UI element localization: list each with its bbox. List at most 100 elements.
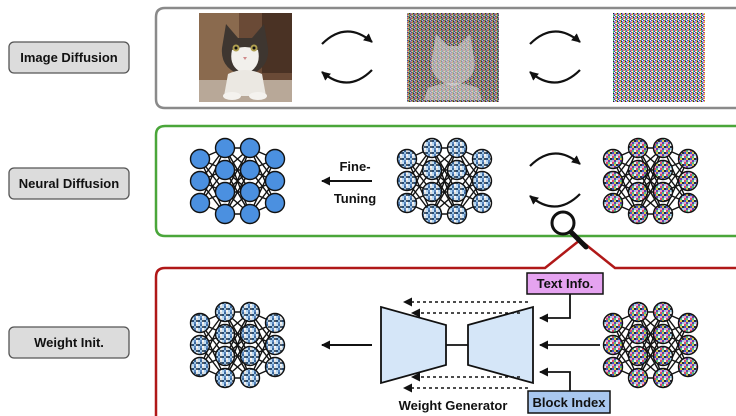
magnifier-icon [550, 210, 589, 250]
network-node [446, 181, 468, 203]
network-node [677, 356, 699, 378]
network-edge [224, 311, 251, 379]
neural-network-icon [602, 137, 699, 225]
network-node [189, 170, 211, 192]
network-node [627, 137, 649, 159]
block-index-arrow [539, 367, 571, 391]
network-node [239, 301, 261, 323]
network-node [652, 203, 674, 225]
network-node [627, 323, 649, 345]
network-edge [637, 147, 664, 215]
network-node [239, 181, 261, 203]
network-node [446, 203, 468, 225]
network-node [396, 170, 418, 192]
network-node [396, 192, 418, 214]
network-node [627, 345, 649, 367]
network-edge [431, 147, 458, 215]
network-node [421, 181, 443, 203]
network-node [264, 148, 286, 170]
network-node [421, 159, 443, 181]
row-label-weight-init-text: Weight Init. [34, 335, 104, 350]
network-node [627, 181, 649, 203]
network-node [264, 170, 286, 192]
network-node [189, 334, 211, 356]
network-edge [637, 311, 664, 379]
network-edge [224, 147, 251, 215]
network-node [239, 203, 261, 225]
network-node [471, 192, 493, 214]
network-node [446, 137, 468, 159]
network-node [214, 181, 236, 203]
cycle-arrows-icon [321, 30, 373, 84]
network-node [677, 170, 699, 192]
network-node [214, 203, 236, 225]
neural-network-icon [189, 137, 286, 225]
network-node [677, 312, 699, 334]
network-node [652, 137, 674, 159]
pure-noise-image [613, 13, 705, 102]
neural-diffusion-panel [154, 124, 736, 238]
generator-decoder-trapezoid [380, 305, 447, 385]
fine-tuning-label-line2: Tuning [334, 191, 376, 206]
network-node [602, 356, 624, 378]
network-node [602, 312, 624, 334]
network-node [677, 334, 699, 356]
network-node [214, 345, 236, 367]
block-index-box: Block Index [527, 390, 611, 414]
network-node [627, 159, 649, 181]
network-node [627, 367, 649, 389]
network-node [677, 148, 699, 170]
text-info-label: Text Info. [537, 276, 594, 291]
weight-generator-label: Weight Generator [399, 398, 508, 413]
network-node [627, 203, 649, 225]
network-node [239, 137, 261, 159]
network-node [239, 367, 261, 389]
network-node [471, 148, 493, 170]
row-label-image-diffusion-text: Image Diffusion [20, 50, 118, 65]
block-index-label: Block Index [533, 395, 607, 410]
network-node [214, 323, 236, 345]
network-node [652, 301, 674, 323]
row-label-neural-diffusion-text: Neural Diffusion [19, 176, 119, 191]
network-node [446, 159, 468, 181]
network-node [189, 192, 211, 214]
generator-encoder-trapezoid [467, 305, 534, 385]
network-node [214, 159, 236, 181]
network-node [652, 367, 674, 389]
row-label-neural-diffusion: Neural Diffusion [8, 167, 130, 200]
network-node [421, 203, 443, 225]
row-label-weight-init: Weight Init. [8, 326, 130, 359]
network-node [239, 323, 261, 345]
network-node [214, 367, 236, 389]
network-node [189, 356, 211, 378]
network-node [652, 181, 674, 203]
network-node [421, 137, 443, 159]
network-node [627, 301, 649, 323]
network-node [652, 345, 674, 367]
image-diffusion-panel [154, 6, 736, 110]
cycle-arrows-icon [529, 30, 581, 84]
network-node [189, 312, 211, 334]
weight-generator: Weight Generator [380, 297, 534, 413]
network-node [652, 323, 674, 345]
network-node [602, 334, 624, 356]
network-node [189, 148, 211, 170]
network-node [264, 334, 286, 356]
network-node [214, 137, 236, 159]
fine-tuning-label-line1: Fine- [339, 159, 370, 174]
network-node [396, 148, 418, 170]
network-node [652, 159, 674, 181]
noisy-cat-photo [407, 13, 499, 102]
network-node [239, 159, 261, 181]
network-node [677, 192, 699, 214]
neural-network-icon [396, 137, 493, 225]
row-label-image-diffusion: Image Diffusion [8, 41, 130, 74]
neural-network-icon [602, 301, 699, 389]
network-node [602, 170, 624, 192]
network-node [264, 312, 286, 334]
text-info-arrow [539, 294, 571, 323]
network-node [471, 170, 493, 192]
cycle-arrows-icon [529, 152, 581, 208]
network-node [264, 192, 286, 214]
